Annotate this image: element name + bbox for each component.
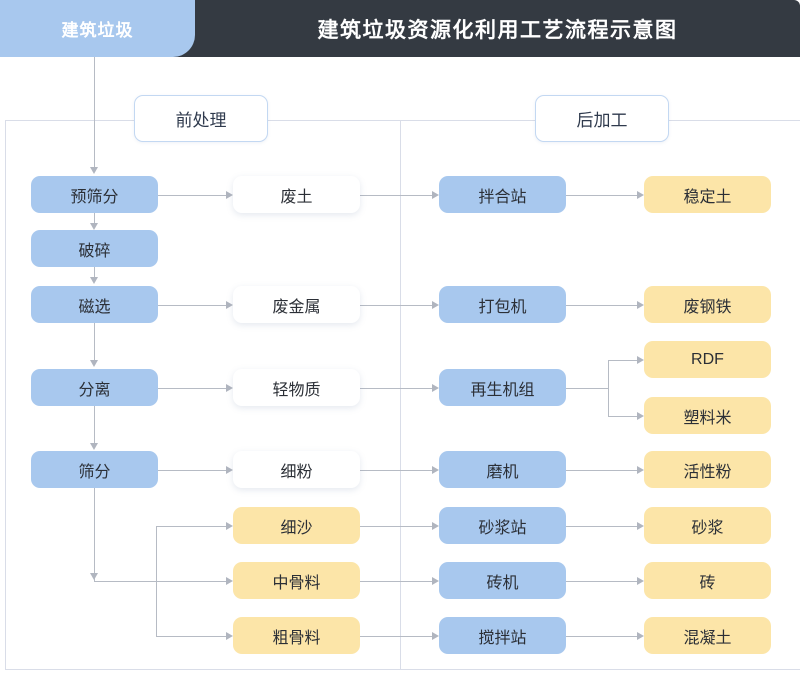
section-label-post-processing: 后加工 [535, 95, 669, 142]
node-waste-soil[interactable]: 废土 [233, 176, 360, 213]
arrowhead-fine-sand [226, 522, 233, 530]
connector-regen-rdf [608, 360, 637, 361]
connector-concretestation-concrete [566, 636, 637, 637]
header-tab-construction-waste[interactable]: 建筑垃圾 [0, 0, 195, 57]
node-pre-screen[interactable]: 预筛分 [31, 176, 158, 213]
arrowhead-wastesoil-mixing [432, 191, 439, 199]
connector-regen-plasticpellet [608, 416, 637, 417]
connector-lightmaterial-regen [360, 388, 432, 389]
node-mortar[interactable]: 砂浆 [644, 507, 771, 544]
arrowhead-magnetic-wastemetal [226, 301, 233, 309]
connector-fine-sand [156, 526, 226, 527]
connector-finepowder-grinder [360, 470, 432, 471]
node-scrap-steel[interactable]: 废钢铁 [644, 286, 771, 323]
connector-grinder-activepowder [566, 470, 637, 471]
node-brick-machine[interactable]: 砖机 [439, 562, 566, 599]
connector-entry [94, 57, 95, 169]
connector-baler-scrapsteel [566, 305, 637, 306]
node-light-material[interactable]: 轻物质 [233, 369, 360, 406]
arrowhead-lightmaterial-regen [432, 384, 439, 392]
connector-prescreen-crush [94, 213, 95, 225]
node-fine-sand[interactable]: 细沙 [233, 507, 360, 544]
connector-regen-fork-trunk [608, 360, 609, 417]
arrowhead-regen-rdf [637, 356, 644, 364]
arrowhead-crush-magnetic [90, 277, 98, 284]
connector-aggregate-trunk [156, 526, 157, 637]
arrowhead-baler-scrapsteel [637, 301, 644, 309]
connector-coarse-aggregate [156, 636, 226, 637]
node-waste-metal[interactable]: 废金属 [233, 286, 360, 323]
node-medium-aggregate[interactable]: 中骨料 [233, 562, 360, 599]
connector-regen-stem [566, 388, 609, 389]
node-stabilized-soil[interactable]: 稳定土 [644, 176, 771, 213]
arrowhead-wastemetal-baler [432, 301, 439, 309]
arrowhead-mixing-stabilizedsoil [637, 191, 644, 199]
arrowhead-coarse-aggregate [226, 632, 233, 640]
connector-screen-down [94, 488, 95, 581]
arrowhead-finepowder-grinder [432, 466, 439, 474]
connector-mortarstation-mortar [566, 526, 637, 527]
arrowhead-separate-lightmaterial [226, 384, 233, 392]
connector-coarseaggregate-concretestation [360, 636, 432, 637]
arrowhead-prescreen-wastesoil [226, 191, 233, 199]
connector-magnetic-wastemetal [158, 305, 226, 306]
arrowhead-medium-aggregate [226, 577, 233, 585]
connector-separate-lightmaterial [158, 388, 226, 389]
connector-crush-magnetic [94, 267, 95, 279]
connector-finesand-mortarstation [360, 526, 432, 527]
arrowhead-separate-screen [90, 443, 98, 450]
connector-wastesoil-mixing [360, 195, 432, 196]
node-grinder[interactable]: 磨机 [439, 451, 566, 488]
connector-wastemetal-baler [360, 305, 432, 306]
arrowhead-mortarstation-mortar [637, 522, 644, 530]
arrowhead-brickmachine-brick [637, 577, 644, 585]
node-crush[interactable]: 破碎 [31, 230, 158, 267]
node-rdf[interactable]: RDF [644, 341, 771, 378]
arrowhead-mediumaggregate-brickmachine [432, 577, 439, 585]
section-divider [400, 120, 401, 670]
page-title: 建筑垃圾资源化利用工艺流程示意图 [317, 18, 678, 42]
connector-mediumaggregate-brickmachine [360, 581, 432, 582]
connector-aggregate-spine [94, 581, 226, 582]
connector-magnetic-separate [94, 323, 95, 363]
node-magnetic-separation[interactable]: 磁选 [31, 286, 158, 323]
connector-separate-screen [94, 406, 95, 446]
arrowhead-magnetic-separate [90, 360, 98, 367]
node-active-powder[interactable]: 活性粉 [644, 451, 771, 488]
node-baler[interactable]: 打包机 [439, 286, 566, 323]
section-label-pre-processing: 前处理 [134, 95, 268, 142]
node-screening[interactable]: 筛分 [31, 451, 158, 488]
connector-mixing-stabilizedsoil [566, 195, 637, 196]
connector-prescreen-wastesoil [158, 195, 226, 196]
arrowhead-finesand-mortarstation [432, 522, 439, 530]
node-mixing-station[interactable]: 拌合站 [439, 176, 566, 213]
node-plastic-pellet[interactable]: 塑料米 [644, 397, 771, 434]
arrowhead-concretestation-concrete [637, 632, 644, 640]
node-concrete-station[interactable]: 搅拌站 [439, 617, 566, 654]
arrowhead-entry [90, 167, 98, 174]
node-mortar-station[interactable]: 砂浆站 [439, 507, 566, 544]
arrowhead-regen-plasticpellet [637, 412, 644, 420]
connector-brickmachine-brick [566, 581, 637, 582]
node-concrete[interactable]: 混凝土 [644, 617, 771, 654]
arrowhead-screen-finepowder [226, 466, 233, 474]
node-coarse-aggregate[interactable]: 粗骨料 [233, 617, 360, 654]
arrowhead-prescreen-crush [90, 223, 98, 230]
node-fine-powder[interactable]: 细粉 [233, 451, 360, 488]
connector-screen-finepowder [158, 470, 226, 471]
arrowhead-grinder-activepowder [637, 466, 644, 474]
node-brick[interactable]: 砖 [644, 562, 771, 599]
arrowhead-screen-down [90, 573, 98, 580]
node-regeneration-unit[interactable]: 再生机组 [439, 369, 566, 406]
arrowhead-coarseaggregate-concretestation [432, 632, 439, 640]
node-separation[interactable]: 分离 [31, 369, 158, 406]
